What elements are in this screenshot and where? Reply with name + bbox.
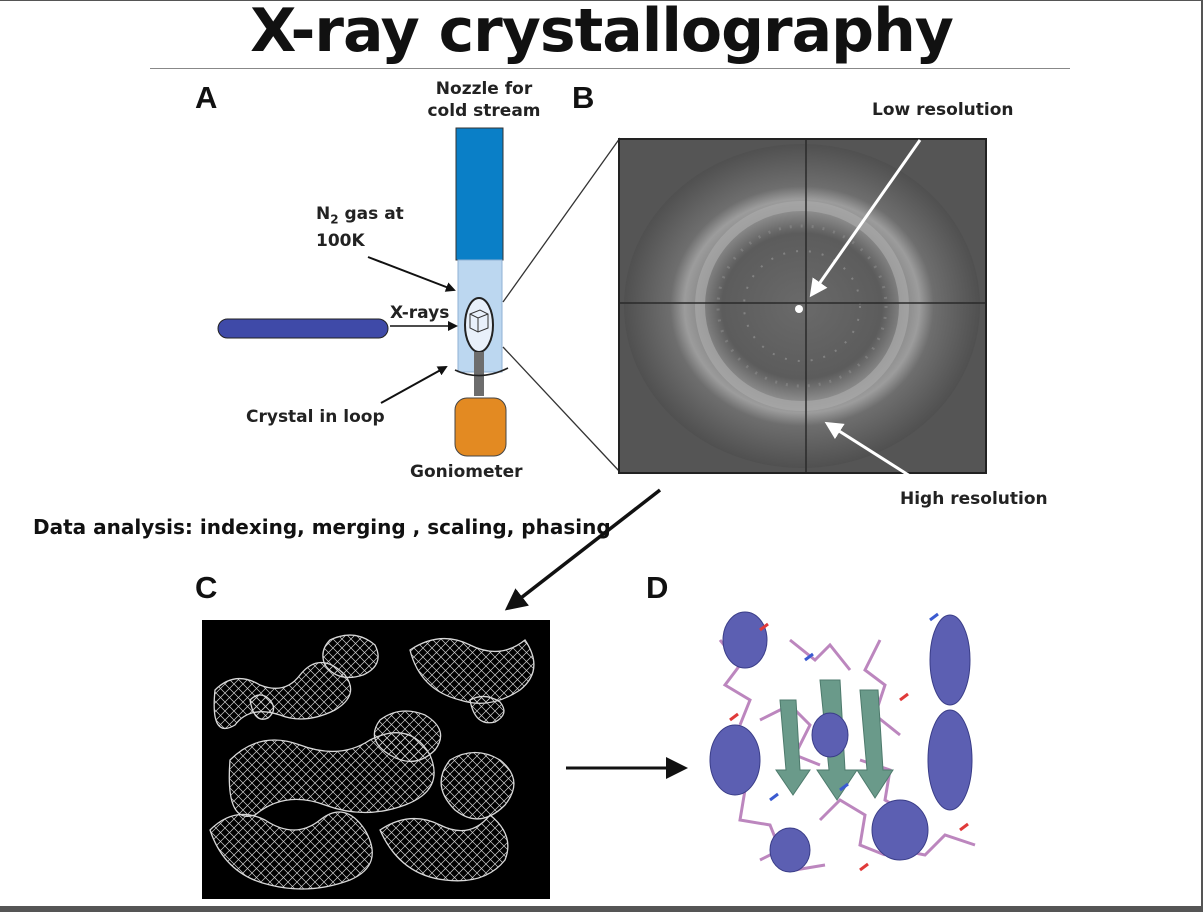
title-divider bbox=[150, 68, 1070, 69]
gas-label-subscript: 2 bbox=[330, 212, 339, 227]
gas-label-rest: gas at bbox=[338, 204, 404, 224]
gas-label-n: N bbox=[316, 204, 331, 224]
gas-label-line-2: 100K bbox=[316, 231, 365, 252]
zoom-line-top bbox=[502, 137, 621, 303]
gas-label-line-1: N2 gas at bbox=[316, 203, 404, 230]
flow-arrow-b-to-c bbox=[504, 488, 662, 611]
rotation-arrow bbox=[454, 367, 509, 377]
goniometer-icon bbox=[454, 397, 507, 457]
slide-title: X-ray crystallography bbox=[250, 0, 954, 66]
panel-letter-c: C bbox=[195, 570, 218, 605]
xray-tube-icon bbox=[217, 318, 389, 339]
cold-stream-nozzle bbox=[455, 127, 504, 261]
zoom-line-bottom bbox=[502, 346, 621, 473]
right-border bbox=[1201, 0, 1203, 912]
panel-letter-d: D bbox=[646, 570, 669, 605]
xray-label: X-rays bbox=[390, 303, 450, 323]
crystal-loop-icon bbox=[464, 297, 494, 396]
electron-density-map bbox=[202, 620, 550, 899]
low-resolution-label: Low resolution bbox=[872, 100, 1014, 120]
crystal-arrow bbox=[380, 366, 448, 404]
low-resolution-arrow bbox=[809, 139, 922, 298]
protein-structure bbox=[709, 611, 976, 873]
diffraction-pattern bbox=[618, 138, 987, 474]
goniometer-label: Goniometer bbox=[410, 462, 523, 482]
gas-arrow bbox=[367, 256, 456, 292]
bottom-border bbox=[0, 906, 1203, 912]
crystal-label: Crystal in loop bbox=[246, 407, 385, 427]
panel-letter-a: A bbox=[195, 80, 218, 115]
nozzle-label-line-1: Nozzle for bbox=[435, 79, 533, 99]
nozzle-label: Nozzle for cold stream bbox=[424, 78, 544, 122]
gas-label: N2 gas at 100K bbox=[316, 203, 404, 252]
nozzle-label-line-2: cold stream bbox=[427, 101, 541, 121]
data-analysis-caption: Data analysis: indexing, merging , scali… bbox=[33, 515, 611, 539]
high-resolution-label: High resolution bbox=[900, 489, 1048, 509]
top-border bbox=[0, 0, 1203, 1]
high-resolution-arrow bbox=[824, 421, 911, 478]
panel-letter-b: B bbox=[572, 80, 595, 115]
